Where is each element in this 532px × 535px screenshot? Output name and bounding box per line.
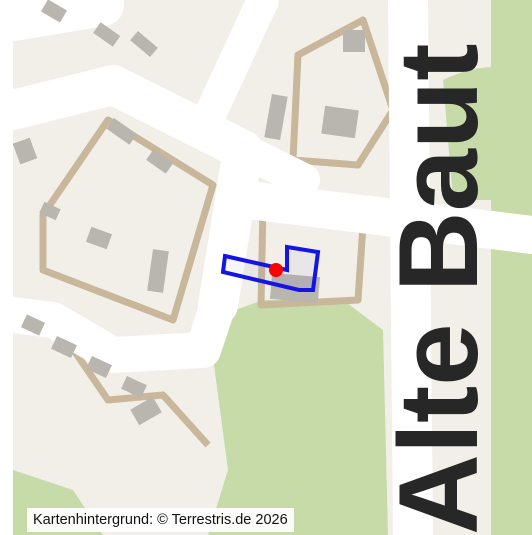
green-areas bbox=[13, 0, 532, 535]
street-label: Alte Baut bbox=[376, 43, 501, 535]
location-marker[interactable] bbox=[269, 263, 283, 277]
buildings bbox=[13, 0, 365, 426]
map-canvas[interactable]: Alte Baut bbox=[13, 0, 532, 535]
map-attribution: Kartenhintergrund: © Terrestris.de 2026 bbox=[27, 508, 294, 532]
